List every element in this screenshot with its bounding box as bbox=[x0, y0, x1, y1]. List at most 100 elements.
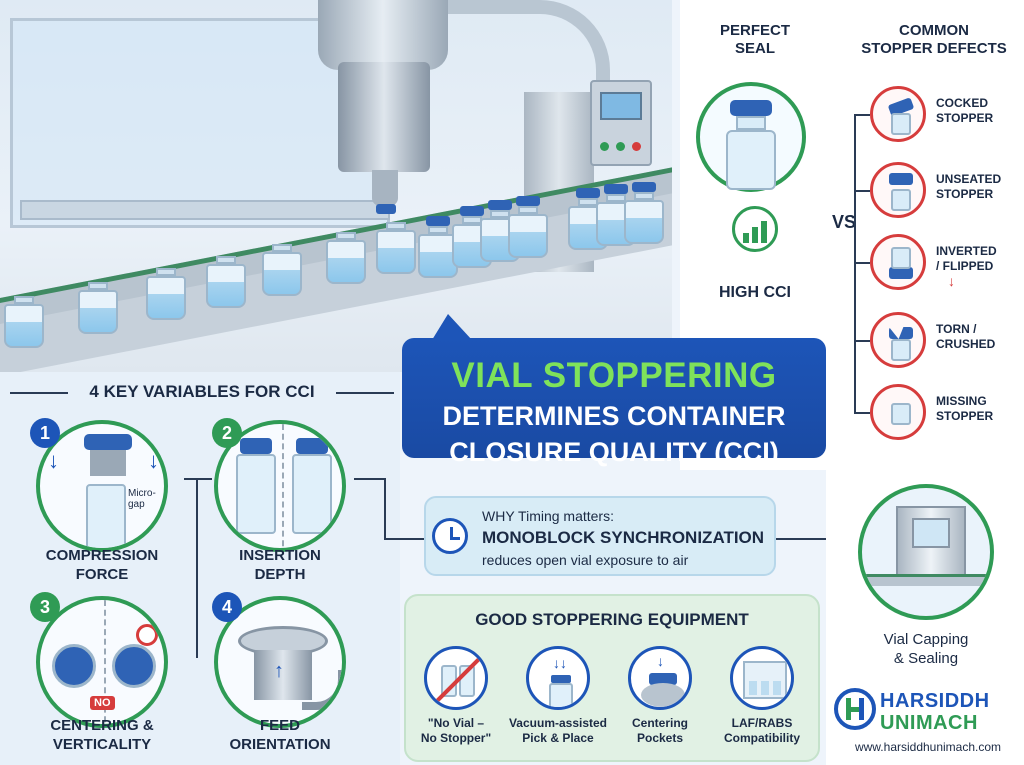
down-arrow-icon: ↓ bbox=[948, 273, 955, 289]
stoppered-vial-icon bbox=[508, 196, 548, 258]
defect-torn: TORN /CRUSHED bbox=[870, 312, 1020, 372]
defect-inverted: INVERTED/ FLIPPED↓ bbox=[870, 234, 1020, 294]
equipment-label: "No Vial –No Stopper" bbox=[404, 716, 508, 746]
headline-subtitle-line: DETERMINES CONTAINER bbox=[442, 401, 786, 431]
defect-label-line: COCKED bbox=[936, 96, 989, 110]
defect-label-line: INVERTED bbox=[936, 244, 997, 258]
equipment-label-line: Centering bbox=[631, 716, 688, 730]
vs-label: VS bbox=[832, 212, 857, 232]
title-rule bbox=[10, 392, 68, 394]
equipment-label-line: Pockets bbox=[636, 731, 684, 745]
capping-label: Vial Capping & Sealing bbox=[836, 630, 1016, 668]
equipment-label-line: Vacuum-assisted bbox=[508, 716, 608, 730]
variable-label-line: INSERTION bbox=[239, 547, 321, 564]
brand-url[interactable]: www.harsiddhunimach.com bbox=[854, 740, 1002, 754]
variable-label-line: VERTICALITY bbox=[52, 736, 152, 753]
headline-box: VIAL STOPPERING DETERMINES CONTAINER CLO… bbox=[402, 314, 826, 467]
capping-label-line: & Sealing bbox=[893, 650, 959, 667]
variable-label-line: CENTERING & bbox=[50, 717, 154, 734]
connector-line bbox=[354, 478, 384, 480]
inverted-stopper-icon bbox=[870, 234, 926, 290]
brand-logo bbox=[834, 688, 876, 730]
connector-line bbox=[196, 478, 198, 658]
bracket-tick bbox=[854, 412, 870, 414]
cocked-stopper-icon bbox=[870, 86, 926, 142]
defects-title-line: COMMON bbox=[899, 22, 969, 39]
chart-up-icon bbox=[732, 206, 778, 252]
defect-label-line: UNSEATED bbox=[936, 172, 1002, 186]
machine-arm bbox=[440, 0, 610, 90]
vial-icon bbox=[206, 256, 246, 308]
red-button-icon bbox=[632, 142, 641, 151]
title-rule bbox=[336, 392, 394, 394]
perfect-seal-icon bbox=[696, 82, 806, 192]
variable-label-line: COMPRESSION bbox=[45, 547, 159, 564]
stoppered-vial-icon bbox=[624, 182, 664, 244]
no-vial-no-stopper-icon bbox=[424, 646, 488, 710]
variable-label-line: FEED bbox=[259, 717, 300, 734]
laf-rabs-icon bbox=[730, 646, 794, 710]
timing-box: WHY Timing matters: MONOBLOCK SYNCHRONIZ… bbox=[424, 496, 776, 576]
stoppering-column bbox=[318, 0, 448, 70]
equipment-label-line: LAF/RABS bbox=[731, 716, 793, 730]
bracket-line bbox=[854, 114, 856, 414]
bracket-tick bbox=[854, 340, 870, 342]
number-badge: 2 bbox=[212, 418, 242, 448]
variable-label-line: ORIENTATION bbox=[229, 736, 331, 753]
stopper-nozzle bbox=[372, 170, 398, 206]
connector-line bbox=[384, 538, 430, 540]
compression-force-icon: ↓ ↓ Micro-gap bbox=[36, 420, 168, 552]
capping-machine-icon bbox=[858, 484, 994, 620]
variables-title: 4 KEY VARIABLES FOR CCI bbox=[89, 382, 315, 401]
arrow-line bbox=[776, 538, 838, 540]
number-badge: 1 bbox=[30, 418, 60, 448]
hood-shelf bbox=[20, 200, 390, 220]
vial-icon bbox=[376, 222, 416, 274]
bracket-tick bbox=[854, 114, 870, 116]
defects-title: COMMON STOPPER DEFECTS bbox=[848, 22, 1020, 58]
equipment-label-line: No Stopper" bbox=[420, 731, 492, 745]
centering-pockets-icon: ↓ bbox=[628, 646, 692, 710]
headline-subtitle-line: CLOSURE QUALITY (CCI) bbox=[449, 437, 779, 467]
bracket-tick bbox=[854, 190, 870, 192]
bracket-tick bbox=[854, 262, 870, 264]
brand-name-line1: HARSIDDH bbox=[880, 690, 990, 712]
equipment-label-line: Pick & Place bbox=[522, 731, 594, 745]
variable-label-line: FORCE bbox=[75, 566, 129, 583]
prohibited-icon bbox=[136, 624, 158, 646]
control-panel bbox=[590, 80, 652, 166]
stopper-icon bbox=[376, 204, 396, 214]
defect-label-line: STOPPER bbox=[936, 409, 994, 423]
brand-name-line2: UNIMACH bbox=[880, 712, 978, 734]
number-badge: 4 bbox=[212, 592, 242, 622]
headline-pointer bbox=[432, 314, 472, 340]
connector-line bbox=[384, 478, 386, 540]
timing-description: reduces open vial exposure to air bbox=[482, 552, 689, 568]
perfect-seal-title: PERFECT SEAL bbox=[700, 22, 810, 58]
equipment-label-line: Compatibility bbox=[723, 731, 800, 745]
vial-icon bbox=[262, 244, 302, 296]
defect-label-line: / FLIPPED bbox=[936, 259, 994, 273]
defect-label-line: STOPPER bbox=[936, 187, 994, 201]
defect-label-line: STOPPER bbox=[936, 111, 994, 125]
equipment-title: GOOD STOPPERING EQUIPMENT bbox=[475, 610, 749, 629]
timing-title: MONOBLOCK SYNCHRONIZATION bbox=[482, 528, 765, 547]
variable-label-line: DEPTH bbox=[254, 566, 306, 583]
defect-label-line: CRUSHED bbox=[936, 337, 996, 351]
timing-label: WHY Timing matters: bbox=[482, 508, 614, 524]
capping-label-line: Vial Capping bbox=[883, 631, 969, 648]
vial-icon bbox=[78, 282, 118, 334]
variable-label: FEED ORIENTATION bbox=[200, 716, 360, 754]
variable-label: INSERTION DEPTH bbox=[200, 546, 360, 584]
variable-label: CENTERING & VERTICALITY bbox=[22, 716, 182, 754]
variable-label: COMPRESSION FORCE bbox=[22, 546, 182, 584]
vial-icon bbox=[326, 232, 366, 284]
green-button-icon bbox=[600, 142, 609, 151]
hero-illustration bbox=[0, 0, 672, 372]
